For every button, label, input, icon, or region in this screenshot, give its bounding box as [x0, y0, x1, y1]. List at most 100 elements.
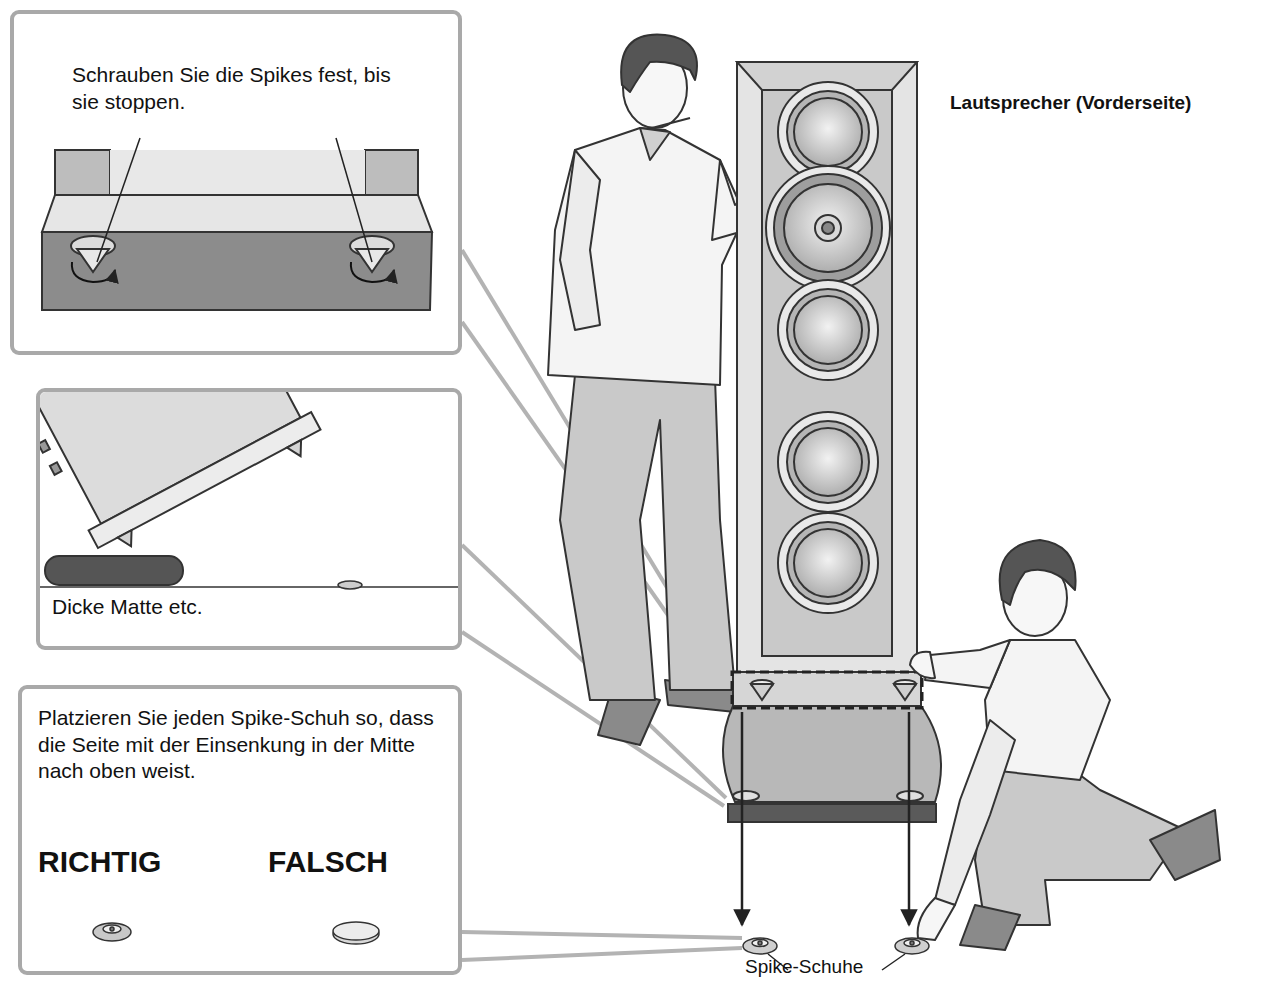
- person-standing: [652, 118, 690, 128]
- highlight-frame: [732, 672, 922, 708]
- speaker-driver: [815, 215, 841, 241]
- speaker-driver: [794, 296, 862, 364]
- speaker-driver: [787, 522, 869, 604]
- spike-shoe: [895, 938, 929, 954]
- person-kneeling: [918, 898, 955, 940]
- speaker-driver: [794, 428, 862, 496]
- person-kneeling: [1000, 540, 1076, 605]
- inset-spike-detail: [110, 150, 365, 195]
- callout-box: Dicke Matte etc.: [36, 388, 462, 650]
- spike-shoe: [743, 938, 777, 954]
- inset-tilted-speaker: [338, 581, 362, 589]
- person-kneeling: [960, 905, 1020, 950]
- person-kneeling: [910, 540, 1220, 950]
- leader-line: [97, 138, 140, 262]
- inset-spike-detail: [365, 150, 418, 195]
- inset-tilted-speaker: [40, 392, 458, 589]
- spike-shoe: [93, 923, 131, 941]
- speaker-driver: [778, 513, 878, 613]
- leader-line: [336, 138, 372, 262]
- person-kneeling: [935, 720, 1015, 905]
- speaker-driver: [778, 280, 878, 380]
- spike-shoe: [910, 941, 914, 945]
- speaker-driver: [787, 421, 869, 503]
- rotation-arrow: [72, 262, 394, 282]
- inset-tilted-speaker: [40, 392, 327, 562]
- person-standing: [621, 35, 697, 92]
- spike-shoe: [895, 938, 929, 954]
- speaker-driver: [784, 184, 872, 272]
- direction-arrow: [741, 712, 744, 925]
- spike: [894, 684, 916, 700]
- speaker-driver: [794, 529, 862, 597]
- spike: [77, 249, 109, 272]
- spike: [751, 684, 773, 700]
- person-standing: [548, 128, 745, 385]
- callout-wedge: [462, 948, 742, 960]
- inset-tilted-speaker: [89, 412, 321, 548]
- spike-shoe: [103, 925, 121, 933]
- status-label: RICHTIG: [38, 843, 238, 881]
- spike-shoe: [333, 922, 379, 940]
- spike-shoe: [758, 941, 762, 945]
- speaker-driver: [778, 412, 878, 512]
- callout-text: Dicke Matte etc.: [52, 594, 352, 621]
- speaker-illustration: [762, 90, 892, 656]
- spike-shoe: [752, 940, 768, 947]
- speaker-driver: [778, 412, 878, 512]
- callout-box: Platzieren Sie jeden Spike-Schuh so, das…: [18, 685, 462, 975]
- speaker-driver: [778, 513, 878, 613]
- speaker-driver: [778, 280, 878, 380]
- spike-shoe: [743, 938, 777, 954]
- spike-shoe: [110, 927, 114, 931]
- person-standing: [640, 128, 670, 160]
- leader-line: [97, 138, 372, 262]
- inset-spike-detail: [55, 150, 110, 195]
- status-label: FALSCH: [268, 843, 448, 881]
- spike: [71, 236, 115, 272]
- inset-tilted-speaker: [50, 462, 62, 475]
- speaker-illustration: [723, 62, 941, 822]
- direction-arrow: [908, 712, 911, 925]
- person-kneeling: [925, 640, 1010, 688]
- speaker-driver: [787, 91, 869, 173]
- speaker-driver: [794, 98, 862, 166]
- speaker-illustration: [733, 791, 759, 801]
- spike: [350, 236, 394, 272]
- callout-text: Schrauben Sie die Spikes fest, bis sie s…: [72, 62, 422, 115]
- speaker-driver: [822, 222, 834, 234]
- spike: [751, 680, 773, 700]
- inset-tilted-speaker: [45, 556, 183, 585]
- speaker-illustration: [737, 62, 917, 674]
- speaker-driver: [766, 166, 890, 290]
- inset-tilted-speaker: [40, 440, 50, 453]
- spike-shoe: [904, 940, 920, 947]
- callout-box: Schrauben Sie die Spikes fest, bis sie s…: [10, 10, 462, 355]
- spike-shoe: [333, 922, 379, 944]
- person-standing: [560, 150, 600, 330]
- part-label: Lautsprecher (Vorderseite): [950, 91, 1270, 115]
- inset-spike-detail: [42, 138, 432, 310]
- speaker-illustration: [728, 804, 936, 822]
- part-name: Spike-Schuhe: [745, 955, 905, 979]
- spike-shoe: [93, 923, 131, 941]
- leader-line: [882, 954, 905, 970]
- person-kneeling: [1150, 810, 1220, 880]
- direction-arrow: [742, 712, 909, 925]
- inset-tilted-speaker: [117, 530, 138, 550]
- person-kneeling: [910, 652, 935, 678]
- speaker-driver: [766, 166, 890, 290]
- rotation-arrow: [72, 262, 115, 282]
- callout-text: Platzieren Sie jeden Spike-Schuh so, das…: [38, 705, 438, 785]
- rotation-arrow: [351, 262, 394, 282]
- inset-tilted-speaker: [40, 586, 458, 588]
- speaker-driver: [787, 289, 869, 371]
- callout-wedge: [462, 932, 742, 938]
- person-standing: [560, 375, 735, 700]
- speaker-illustration: [733, 672, 921, 706]
- inset-tilted-speaker: [287, 440, 308, 460]
